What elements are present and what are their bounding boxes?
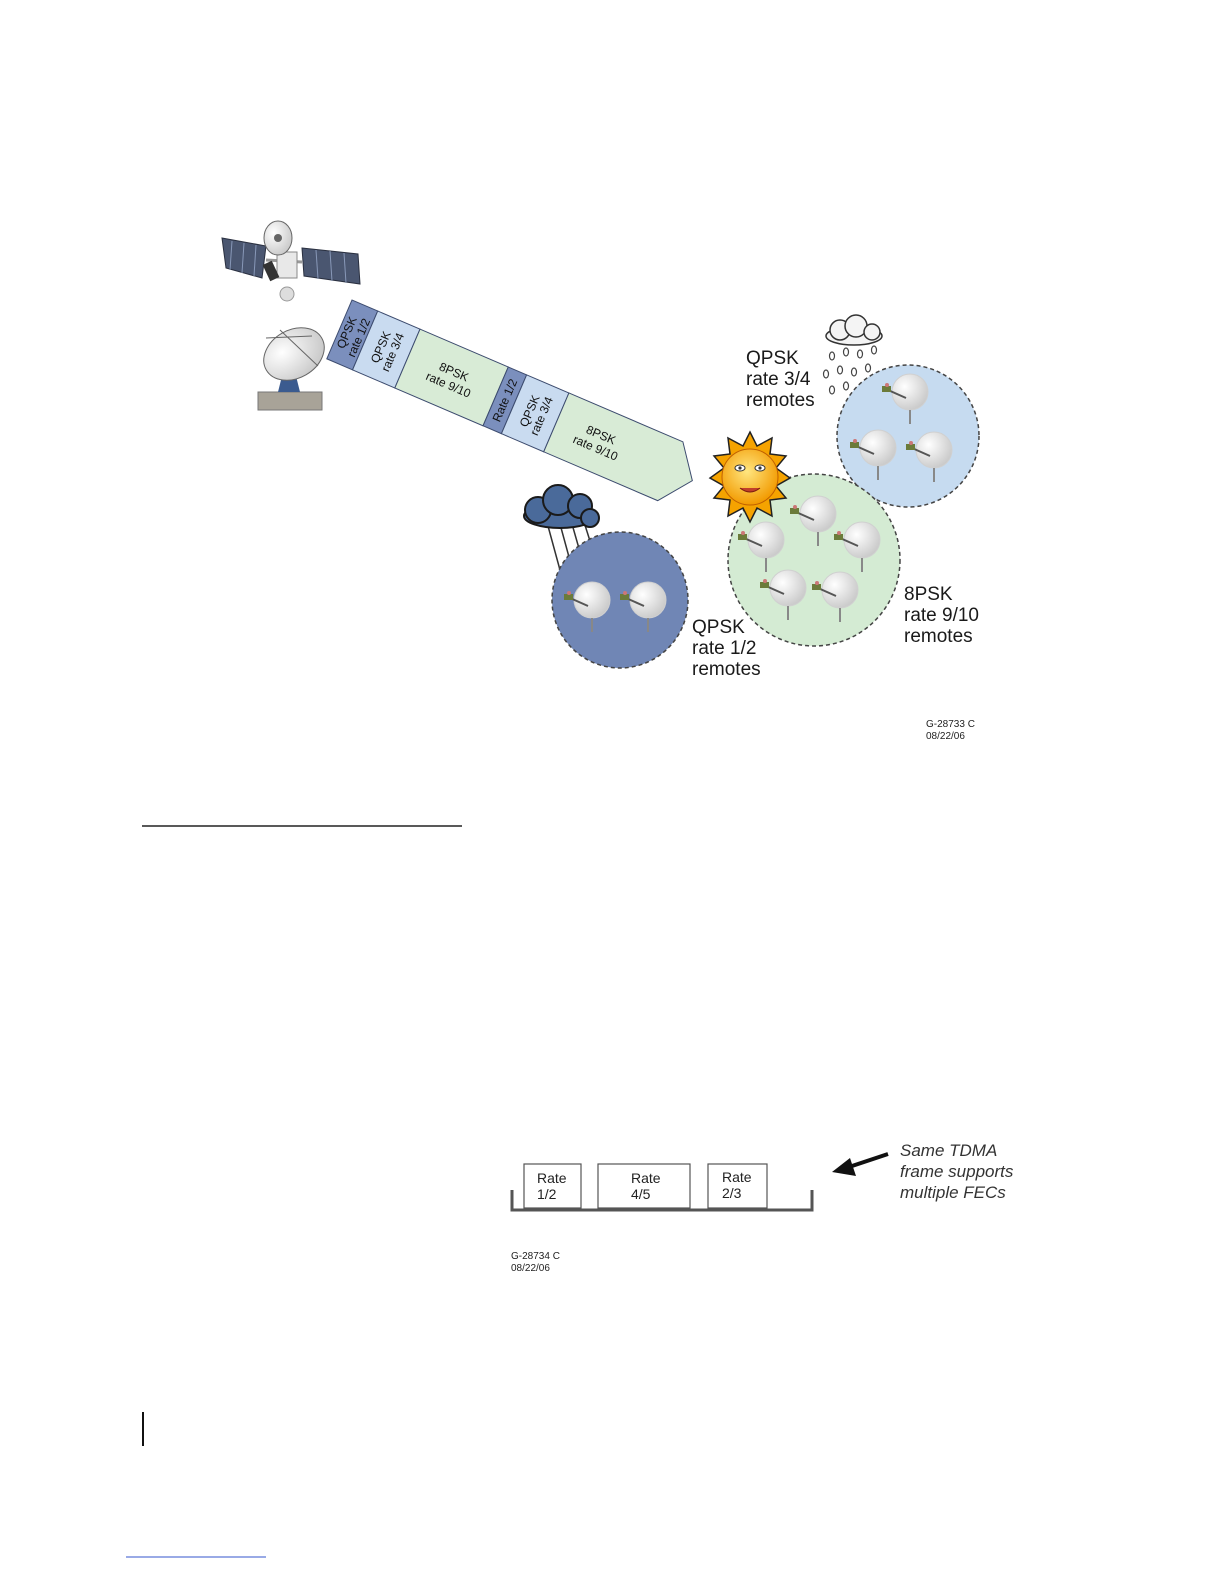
annotation-text: multiple FECs bbox=[900, 1183, 1006, 1202]
group-label: remotes bbox=[904, 626, 973, 647]
slot-label: 4/5 bbox=[631, 1186, 651, 1202]
annotation-text: Same TDMA bbox=[900, 1141, 997, 1160]
annotation-text: frame supports bbox=[900, 1162, 1014, 1181]
figure-date: 08/22/06 bbox=[926, 731, 965, 742]
frame-slot: Rate 4/5 bbox=[598, 1164, 690, 1208]
slot-label: 2/3 bbox=[722, 1185, 742, 1201]
coding-arrow: QPSK rate 1/2 QPSK rate 3/4 8PSK rate 9/… bbox=[327, 300, 705, 510]
group-label: QPSK bbox=[746, 348, 799, 369]
group-label: remotes bbox=[692, 659, 761, 680]
group-label: rate 3/4 bbox=[746, 369, 811, 390]
figure-id: G-28734 C bbox=[511, 1251, 560, 1262]
slot-label: Rate bbox=[722, 1169, 752, 1185]
group-label: rate 9/10 bbox=[904, 605, 979, 626]
figure-id: G-28733 C bbox=[926, 719, 975, 730]
group-label: QPSK bbox=[692, 617, 745, 638]
frame-slot: Rate 2/3 bbox=[708, 1164, 767, 1208]
figure-adaptive-coding: QPSK rate 1/2 QPSK rate 3/4 8PSK rate 9/… bbox=[222, 221, 979, 742]
figure-date: 08/22/06 bbox=[511, 1263, 550, 1274]
slot-label: Rate bbox=[537, 1170, 567, 1186]
frame-slot: Rate 1/2 bbox=[524, 1164, 581, 1208]
group-label: 8PSK bbox=[904, 584, 953, 605]
group-label: remotes bbox=[746, 390, 815, 411]
hub-antenna-icon bbox=[254, 317, 333, 410]
figure-tdma-frame: Rate 1/2 Rate 4/5 Rate 2/3 Same TDMA fra… bbox=[511, 1141, 1014, 1274]
slot-label: Rate bbox=[631, 1170, 661, 1186]
group-label: rate 1/2 bbox=[692, 638, 756, 659]
arrow-icon bbox=[832, 1154, 888, 1176]
satellite-icon bbox=[222, 221, 360, 301]
slot-label: 1/2 bbox=[537, 1186, 557, 1202]
